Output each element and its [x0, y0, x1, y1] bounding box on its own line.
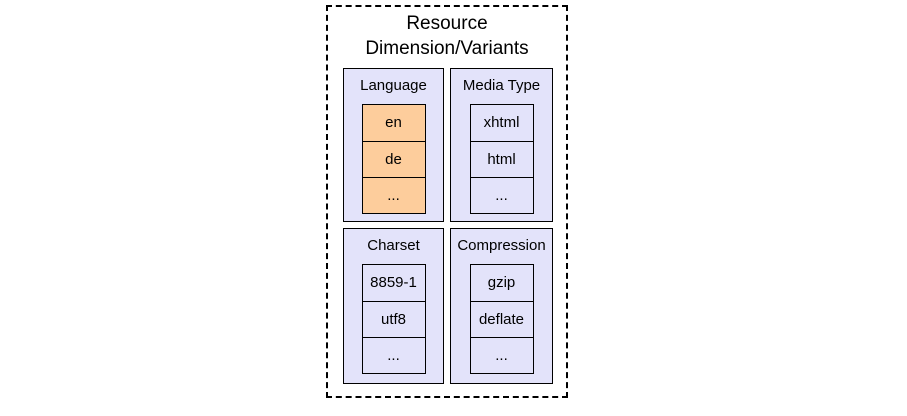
variant-cell-deflate: deflate: [470, 301, 533, 337]
diagram-title-line2: Dimension/Variants: [365, 38, 529, 59]
box-title-language: Language: [360, 77, 427, 94]
variant-cell-html: html: [470, 141, 533, 177]
variant-cell-media-type-ellipsis: ...: [470, 177, 533, 213]
variant-stack-charset: 8859-1 utf8 ...: [361, 264, 426, 374]
variant-cell-de: de: [362, 141, 425, 177]
variant-cell-language-ellipsis: ...: [362, 177, 425, 213]
dimension-box-language: Language en de ...: [343, 68, 444, 222]
resource-dimension-variants-container: Resource Dimension/Variants Language en …: [326, 5, 568, 398]
variant-cell-compression-ellipsis: ...: [470, 337, 533, 373]
variant-cell-en: en: [362, 105, 425, 141]
dimension-box-media-type: Media Type xhtml html ...: [450, 68, 553, 222]
box-title-charset: Charset: [367, 237, 420, 254]
dimension-box-charset: Charset 8859-1 utf8 ...: [343, 228, 444, 384]
diagram-title: Resource Dimension/Variants: [328, 11, 566, 61]
dimension-box-compression: Compression gzip deflate ...: [450, 228, 553, 384]
variant-cell-charset-ellipsis: ...: [362, 337, 425, 373]
variant-cell-utf8: utf8: [362, 301, 425, 337]
variant-cell-8859-1: 8859-1: [370, 274, 417, 291]
dimension-grid: Language en de ... Media Type xhtml html…: [343, 68, 553, 384]
diagram-title-line1: Resource: [406, 13, 488, 34]
variant-stack-media-type: xhtml html ...: [469, 104, 534, 214]
variant-cell-xhtml: xhtml: [483, 114, 520, 131]
variant-cell-gzip: gzip: [487, 274, 516, 291]
variant-stack-language: en de ...: [361, 104, 426, 214]
variant-stack-compression: gzip deflate ...: [469, 264, 534, 374]
box-title-media-type: Media Type: [462, 77, 541, 94]
box-title-compression: Compression: [457, 237, 546, 254]
